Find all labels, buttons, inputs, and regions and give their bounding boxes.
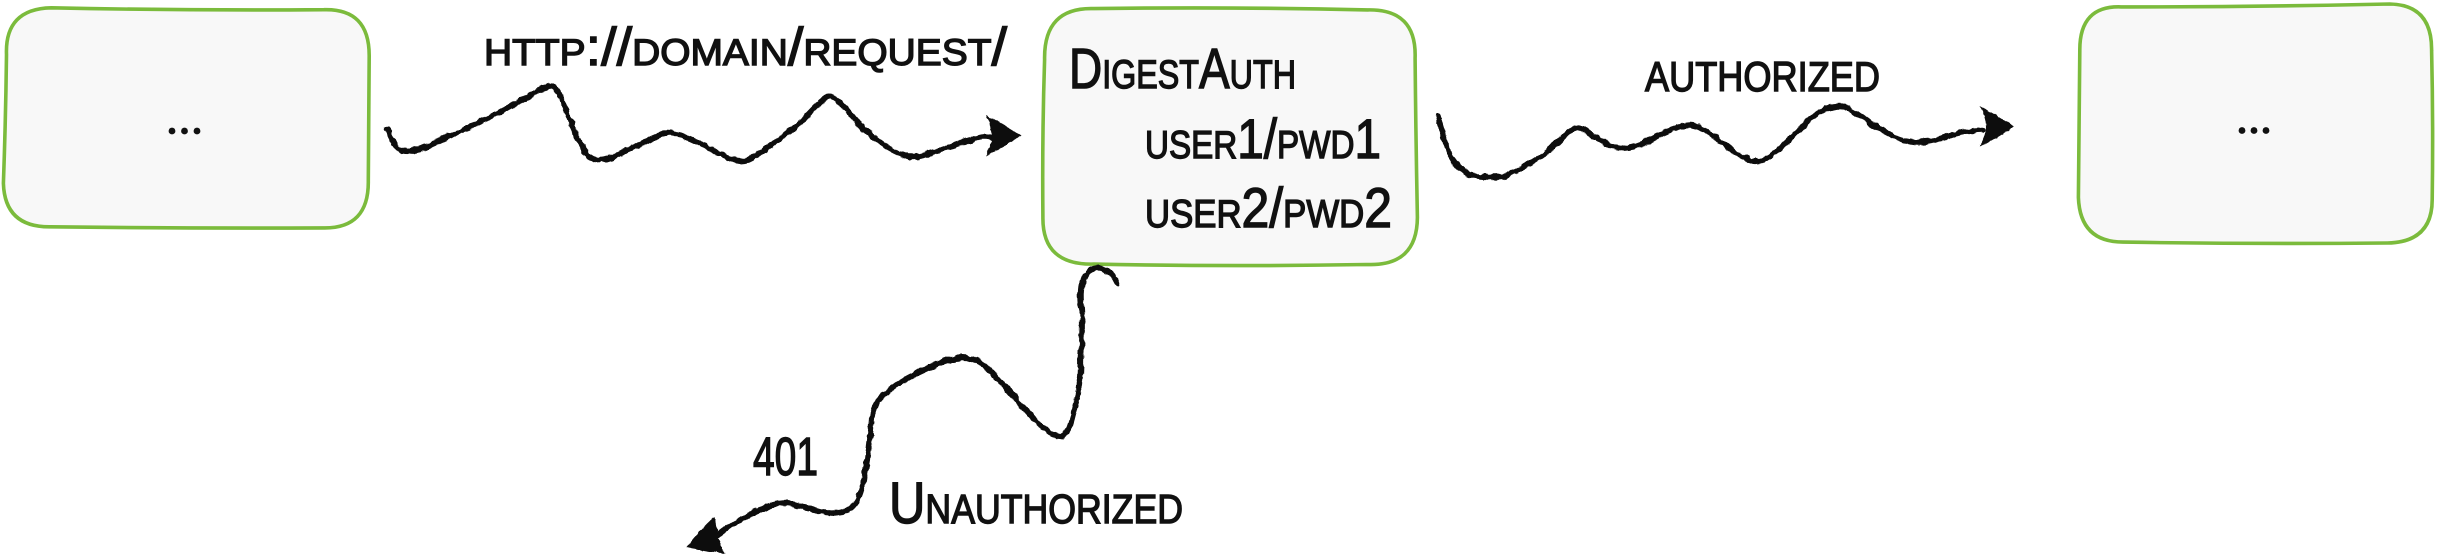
svg-text:Unauthorized: Unauthorized	[889, 471, 1183, 536]
svg-text:user1/pwd1: user1/pwd1	[1145, 107, 1381, 170]
svg-text:user2/pwd2: user2/pwd2	[1145, 176, 1392, 239]
svg-text:http://domain/request/: http://domain/request/	[484, 18, 1007, 77]
svg-text:authorized: authorized	[1645, 37, 1880, 104]
svg-text:DigestAuth: DigestAuth	[1069, 37, 1296, 101]
svg-text:401: 401	[753, 428, 818, 487]
